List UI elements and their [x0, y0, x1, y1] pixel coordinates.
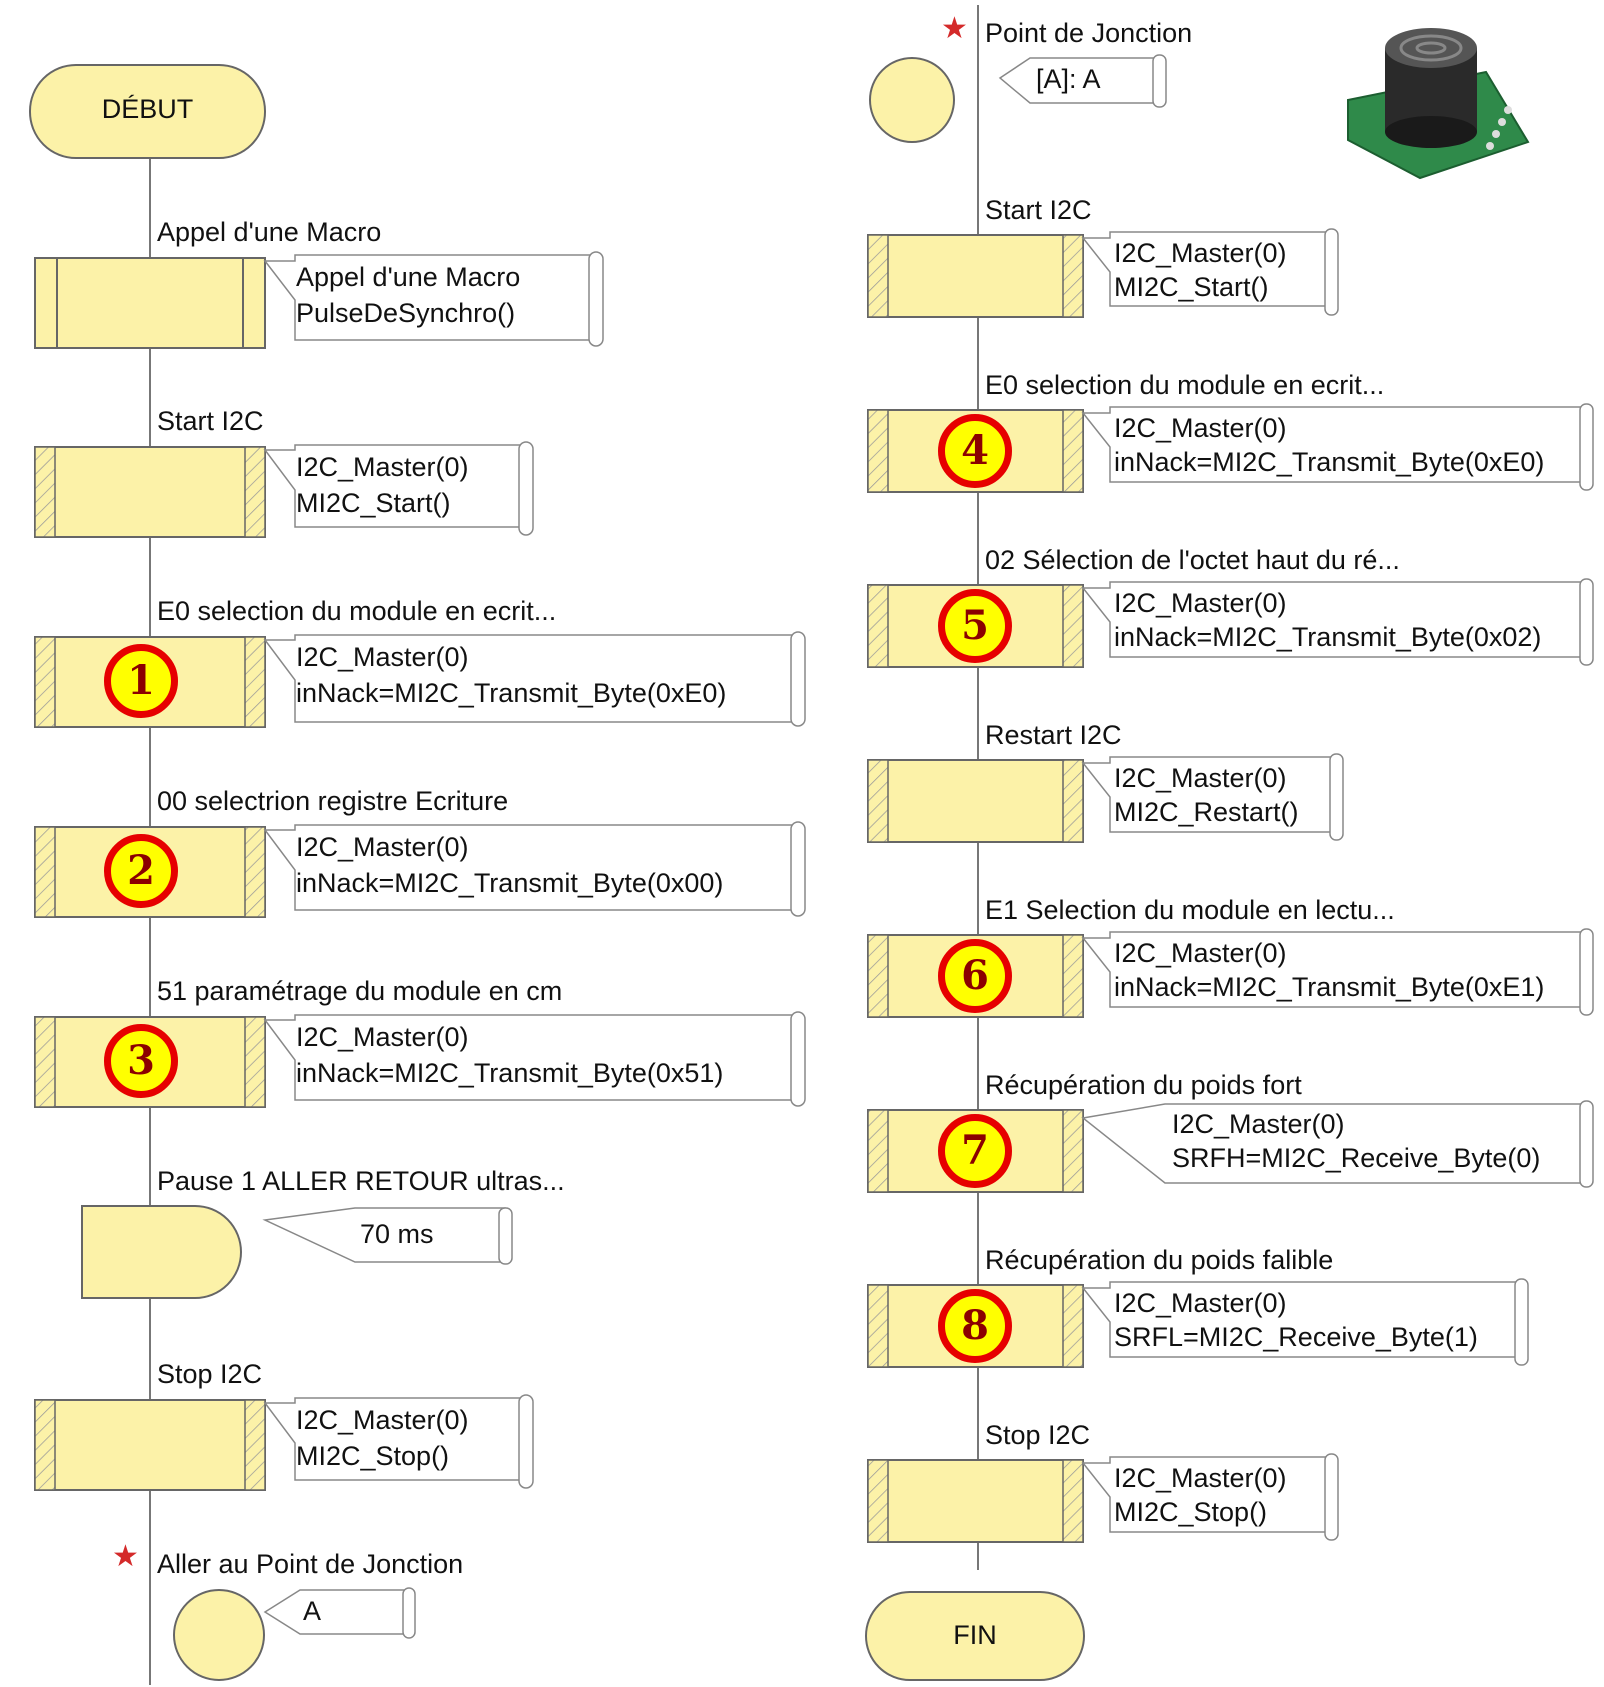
block-title: 00 selectrion registre Ecriture [157, 786, 509, 816]
junction-label: [A]: A [1036, 64, 1101, 94]
block-param-line: MI2C_Stop() [296, 1441, 450, 1471]
block-title: E0 selection du module en ecrit... [985, 370, 1385, 400]
block-param-line: MI2C_Start() [1114, 272, 1269, 302]
block-param-line: I2C_Master(0) [1114, 938, 1287, 968]
block-param-line: I2C_Master(0) [1114, 588, 1287, 618]
block-title: Start I2C [985, 195, 1092, 225]
step-badge: 2 [104, 834, 178, 908]
block-param-line: SRFH=MI2C_Receive_Byte(0) [1172, 1143, 1541, 1173]
start-i2c-right-block [867, 228, 1339, 318]
block-param-line: Appel d'une Macro [296, 262, 521, 292]
block-param-line: inNack=MI2C_Transmit_Byte(0x02) [1114, 622, 1542, 652]
delay-block [81, 1205, 513, 1299]
block-title: Start I2C [157, 406, 264, 436]
star-icon: ★ [941, 12, 968, 45]
restart-i2c-block [867, 753, 1344, 843]
block-param-line: inNack=MI2C_Transmit_Byte(0xE1) [1114, 972, 1545, 1002]
block-param-line: I2C_Master(0) [1114, 413, 1287, 443]
step-badge: 1 [104, 644, 178, 718]
block-param-line: I2C_Master(0) [296, 452, 469, 482]
block-param-line: I2C_Master(0) [1114, 1463, 1287, 1493]
goto-target: A [303, 1596, 322, 1626]
block-param-line: inNack=MI2C_Transmit_Byte(0xE0) [1114, 447, 1545, 477]
block-param-line: I2C_Master(0) [1172, 1109, 1345, 1139]
block-param-line: MI2C_Stop() [1114, 1497, 1268, 1527]
step-badge: 6 [938, 939, 1012, 1013]
block-title: Stop I2C [985, 1420, 1091, 1450]
block-param-line: I2C_Master(0) [1114, 238, 1287, 268]
block-param-line: I2C_Master(0) [1114, 763, 1287, 793]
block-param-line: inNack=MI2C_Transmit_Byte(0x51) [296, 1058, 724, 1088]
step-badge: 8 [938, 1289, 1012, 1363]
block-param-line: I2C_Master(0) [296, 642, 469, 672]
block-param-line: I2C_Master(0) [1114, 1288, 1287, 1318]
e0-write-block [34, 631, 806, 728]
step-badge: 5 [938, 589, 1012, 663]
block-title: Stop I2C [157, 1359, 263, 1389]
block-param-line: I2C_Master(0) [296, 832, 469, 862]
block-param-line: I2C_Master(0) [296, 1022, 469, 1052]
ultrasonic-sensor-photo [1347, 28, 1530, 180]
block-title: Récupération du poids fort [985, 1070, 1302, 1100]
step-badge: 4 [938, 414, 1012, 488]
block-param-line: I2C_Master(0) [296, 1405, 469, 1435]
junction-point [869, 54, 1167, 143]
block-title: Pause 1 ALLER RETOUR ultras... [157, 1166, 565, 1196]
goto-connector [173, 1587, 416, 1681]
stop-i2c-left-block [34, 1394, 534, 1491]
delay-value: 70 ms [360, 1219, 434, 1249]
start-terminator [29, 64, 266, 159]
block-param-line: MI2C_Restart() [1114, 797, 1299, 827]
start-i2c-block [34, 441, 534, 538]
block-title: Aller au Point de Jonction [157, 1549, 464, 1579]
star-icon: ★ [112, 1540, 139, 1573]
block-title: Appel d'une Macro [157, 217, 382, 247]
start-label: DÉBUT [101, 94, 194, 124]
block-title: E1 Selection du module en lectu... [985, 895, 1395, 925]
stop-i2c-right-block [867, 1453, 1339, 1543]
end-terminator [865, 1591, 1085, 1681]
block-title: 02 Sélection de l'octet haut du ré... [985, 545, 1400, 575]
block-title: E0 selection du module en ecrit... [157, 596, 557, 626]
end-label: FIN [953, 1620, 997, 1650]
block-title: 51 paramétrage du module en cm [157, 976, 563, 1006]
step-badge: 3 [104, 1024, 178, 1098]
block-param-line: inNack=MI2C_Transmit_Byte(0x00) [296, 868, 724, 898]
block-param-line: inNack=MI2C_Transmit_Byte(0xE0) [296, 678, 727, 708]
block-title: Point de Jonction [985, 18, 1193, 48]
block-param-line: PulseDeSynchro() [296, 298, 516, 328]
macro-call-block [34, 251, 604, 349]
block-title: Récupération du poids falible [985, 1245, 1334, 1275]
block-param-line: SRFL=MI2C_Receive_Byte(1) [1114, 1322, 1478, 1352]
block-param-line: MI2C_Start() [296, 488, 451, 518]
block-title: Restart I2C [985, 720, 1122, 750]
step-badge: 7 [938, 1114, 1012, 1188]
